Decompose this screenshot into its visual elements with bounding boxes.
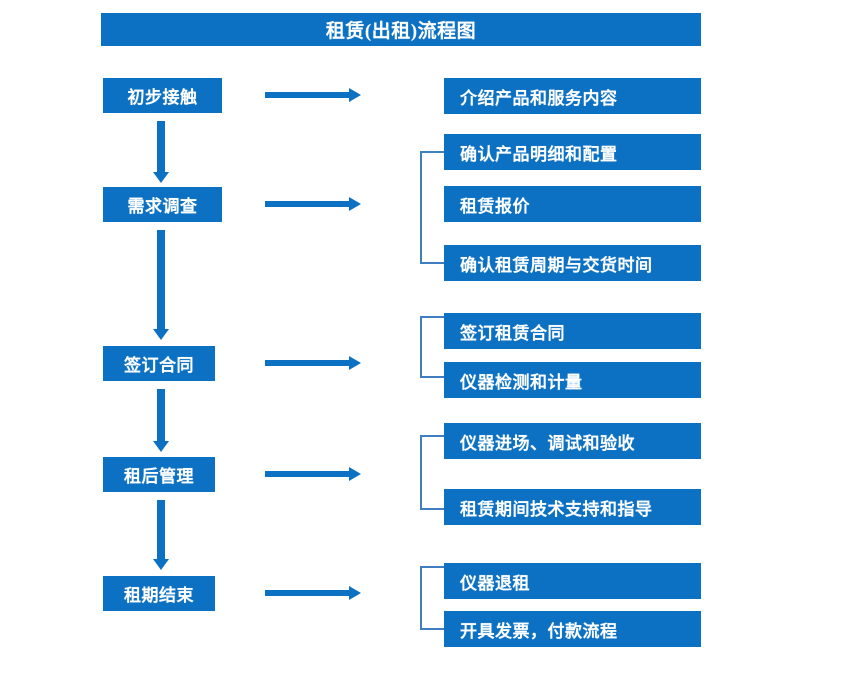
arrow-shaft	[157, 500, 165, 559]
group-bracket-3	[420, 435, 444, 510]
stage-box-1[interactable]: 初步接触	[103, 78, 222, 113]
arrow-shaft	[157, 121, 165, 172]
diagram-title: 租赁(出租)流程图	[101, 13, 701, 46]
arrow-head	[153, 329, 169, 340]
arrow-shaft	[265, 360, 349, 366]
detail-box-8[interactable]: 租赁期间技术支持和指导	[444, 489, 701, 525]
detail-box-3[interactable]: 租赁报价	[444, 186, 701, 222]
arrow-shaft	[265, 92, 349, 98]
arrow-head	[349, 586, 361, 600]
arrow-head	[349, 197, 361, 211]
detail-box-9[interactable]: 仪器退租	[444, 563, 701, 599]
group-bracket-4	[420, 566, 444, 630]
group-bracket-1	[420, 151, 444, 264]
arrow-head	[349, 356, 361, 370]
group-bracket-2	[420, 316, 444, 378]
detail-box-10[interactable]: 开具发票，付款流程	[444, 611, 701, 647]
arrow-head	[153, 441, 169, 452]
arrow-shaft	[157, 389, 165, 441]
arrow-shaft	[265, 590, 349, 596]
arrow-head	[349, 88, 361, 102]
detail-box-7[interactable]: 仪器进场、调试和验收	[444, 423, 701, 459]
stage-box-5[interactable]: 租期结束	[103, 576, 215, 611]
detail-box-1[interactable]: 介绍产品和服务内容	[444, 78, 701, 114]
detail-box-4[interactable]: 确认租赁周期与交货时间	[444, 245, 701, 281]
arrow-shaft	[265, 471, 349, 477]
arrow-shaft	[265, 201, 349, 207]
detail-box-6[interactable]: 仪器检测和计量	[444, 362, 701, 398]
stage-box-3[interactable]: 签订合同	[103, 346, 215, 381]
stage-box-2[interactable]: 需求调查	[103, 187, 222, 222]
stage-box-4[interactable]: 租后管理	[103, 457, 215, 492]
detail-box-2[interactable]: 确认产品明细和配置	[444, 134, 701, 170]
detail-box-5[interactable]: 签订租赁合同	[444, 313, 701, 349]
arrow-head	[153, 172, 169, 183]
arrow-head	[349, 467, 361, 481]
arrow-shaft	[157, 230, 165, 329]
arrow-head	[153, 559, 169, 570]
